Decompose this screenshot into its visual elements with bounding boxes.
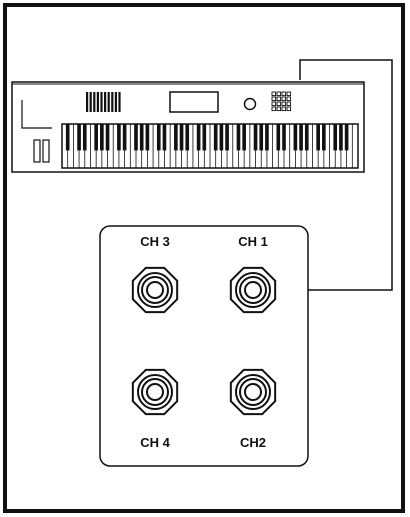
black-key [179,124,184,151]
slider [118,92,121,112]
panel-button [271,101,277,107]
panel-button [276,96,282,102]
black-key [156,124,161,151]
black-keys [65,124,349,151]
jack-label-ch1: CH 1 [238,234,268,249]
black-key [185,124,190,151]
jack-label-ch4: CH 4 [140,435,170,450]
panel-button [276,106,282,112]
black-key [196,124,201,151]
black-key [100,124,104,151]
black-key [65,124,70,151]
black-key [139,124,144,151]
black-key [122,124,127,151]
panel-button [276,91,282,97]
black-key [333,124,338,151]
panel-button [281,91,287,97]
audio-cable [285,59,393,291]
black-key [253,124,258,151]
black-key [174,124,178,151]
black-key [265,124,269,151]
black-key [242,124,246,151]
jack-ch4 [131,368,179,416]
jack-hole [146,281,164,299]
jack-ch1 [229,266,277,314]
jack-label-ch2: CH2 [240,435,266,450]
black-key [299,124,303,151]
black-key [134,124,138,151]
jack-hole [244,281,262,299]
jack-panel [99,225,309,467]
jack-label-ch3: CH 3 [140,234,170,249]
black-key [213,124,218,151]
black-key [276,124,281,151]
black-key [82,124,87,151]
black-key [94,124,98,151]
black-key [105,124,110,151]
panel-button [271,91,277,97]
slider [93,92,96,112]
panel-button [281,96,287,102]
black-key [344,124,349,151]
slider [104,92,107,112]
panel-button [281,101,287,107]
panel-button [286,96,292,102]
slider [114,92,117,112]
jack-ch2 [229,368,277,416]
keyboard-illustration [11,81,365,173]
panel-button [286,101,292,107]
black-key [339,124,343,151]
black-key [202,124,207,151]
black-key [316,124,320,151]
slider-bank [86,92,121,112]
black-key [219,124,224,151]
black-key [293,124,298,151]
jack-hole [146,383,164,401]
black-key [259,124,264,151]
panel-button [271,106,277,112]
slider [89,92,92,112]
black-key [145,124,150,151]
jack-ch3 [131,266,179,314]
black-key [77,124,81,151]
black-key [304,124,309,151]
outer-frame [3,3,405,513]
slider [111,92,114,112]
lcd-display [169,91,219,113]
black-key [236,124,241,151]
slider [107,92,110,112]
pitch-wheel [33,139,41,163]
jack-hole [244,383,262,401]
panel-button [276,101,282,107]
black-key [282,124,286,151]
black-key [117,124,121,151]
slider [86,92,89,112]
panel-button [281,106,287,112]
volume-knob [243,97,257,111]
pitch-bend-area [21,100,52,129]
black-key [225,124,229,151]
button-grid [271,91,292,112]
black-key [162,124,167,151]
mod-wheel [42,139,50,163]
panel-button [286,91,292,97]
panel-button [286,106,292,112]
black-key [322,124,326,151]
slider [96,92,99,112]
panel-button [271,96,277,102]
slider [100,92,103,112]
